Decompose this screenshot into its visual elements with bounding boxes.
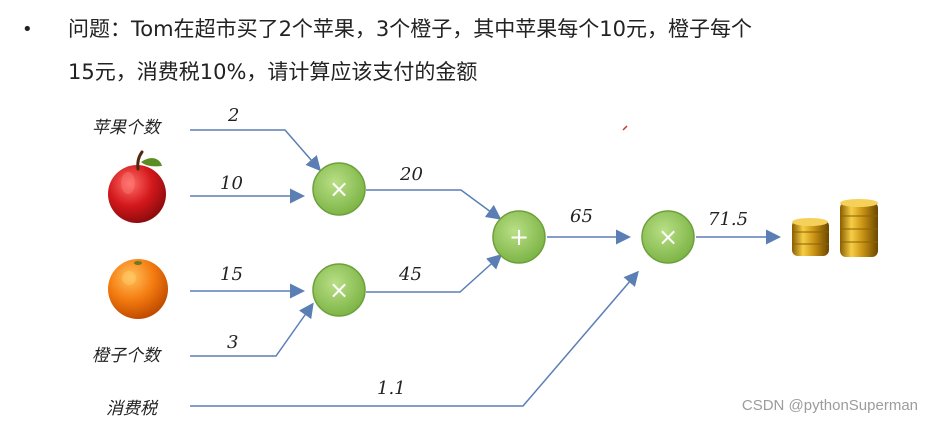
orange-total-edge xyxy=(366,253,503,293)
coin-stack-icon xyxy=(792,199,878,257)
apple-icon xyxy=(108,150,166,223)
sum-value: 65 xyxy=(570,206,593,227)
apple-count-edge xyxy=(190,129,321,172)
add-symbol: + xyxy=(509,223,529,251)
result-value: 71.5 xyxy=(708,209,748,230)
problem-line-2: 15元，消费税10%，请计算应该支付的金额 xyxy=(68,60,478,84)
orange-multiply-node: × xyxy=(312,263,366,317)
tax-multiply-symbol: × xyxy=(658,223,678,251)
orange-count-value: 3 xyxy=(227,332,238,353)
tax-multiply-node: × xyxy=(641,210,695,264)
apple-total-edge xyxy=(366,189,502,220)
watermark: CSDN @pythonSuperman xyxy=(741,397,918,414)
apple-count-label: 苹果个数 xyxy=(92,118,162,138)
tax-label: 消费税 xyxy=(106,399,159,419)
apple-count-value: 2 xyxy=(227,105,239,126)
orange-count-edge xyxy=(190,302,314,357)
tax-value: 1.1 xyxy=(377,378,406,399)
apple-price-value: 10 xyxy=(220,173,243,194)
apple-multiply-symbol: × xyxy=(329,175,349,203)
orange-icon xyxy=(108,259,168,319)
problem-line-1: 问题：Tom在超市买了2个苹果，3个橙子，其中苹果每个10元，橙子每个 xyxy=(68,17,753,41)
orange-total-value: 45 xyxy=(398,264,422,285)
tax-edge xyxy=(190,270,639,407)
orange-count-label: 橙子个数 xyxy=(92,346,162,366)
apple-multiply-node: × xyxy=(312,162,366,216)
add-node: + xyxy=(492,210,546,264)
red-tick-mark xyxy=(622,125,628,131)
bullet: • xyxy=(22,19,33,40)
apple-total-value: 20 xyxy=(399,164,423,185)
orange-price-value: 15 xyxy=(220,264,243,285)
orange-multiply-symbol: × xyxy=(329,276,349,304)
